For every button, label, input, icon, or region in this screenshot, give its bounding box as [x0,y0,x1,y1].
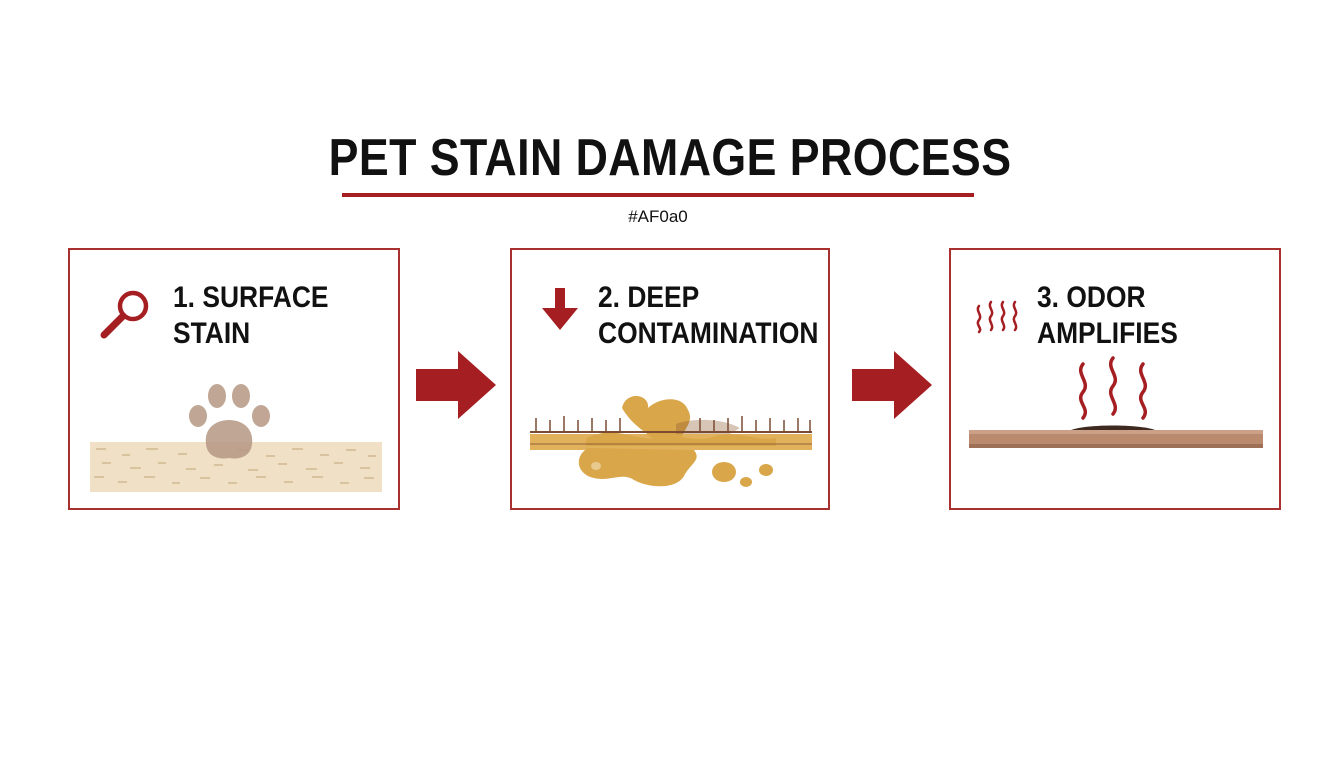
title-underline [342,193,974,197]
paw-print [189,384,270,459]
contamination-illustration [530,395,812,487]
step-1-title: 1. SURFACE STAIN [173,280,329,352]
color-tag: #AF0a0 [628,207,688,226]
step-2-title-line1: 2. DEEP [598,281,700,314]
step-1-panel: 1. SURFACE STAIN [68,248,400,510]
odor-waves-icon [976,300,1018,334]
odor-floor-illustration [969,356,1263,448]
flow-arrow-2-icon [852,351,932,419]
step-2-title-line2: CONTAMINATION [598,317,819,350]
step-3-title-line1: 3. ODOR [1037,281,1146,314]
magnifier-icon [100,290,149,339]
step-1-title-line1: 1. SURFACE [173,281,329,314]
step-3-title: 3. ODOR AMPLIFIES [1037,280,1178,352]
carpet-fibers [94,448,376,484]
odor-waves [1079,356,1147,420]
step-3-title-line2: AMPLIFIES [1037,317,1178,350]
diagram-title: PET STAIN DAMAGE PROCESS [328,129,1012,187]
step-1-title-line2: STAIN [173,317,251,350]
arrow-down-icon [542,288,578,330]
step-2-title: 2. DEEP CONTAMINATION [598,280,818,352]
carpet-paw-illustration [90,384,382,492]
carpet-fibers [535,416,811,432]
flow-arrow-1-icon [416,351,496,419]
step-2-panel: 2. DEEP CONTAMINATION [510,248,830,510]
step-3-panel: 3. ODOR AMPLIFIES [949,248,1281,510]
